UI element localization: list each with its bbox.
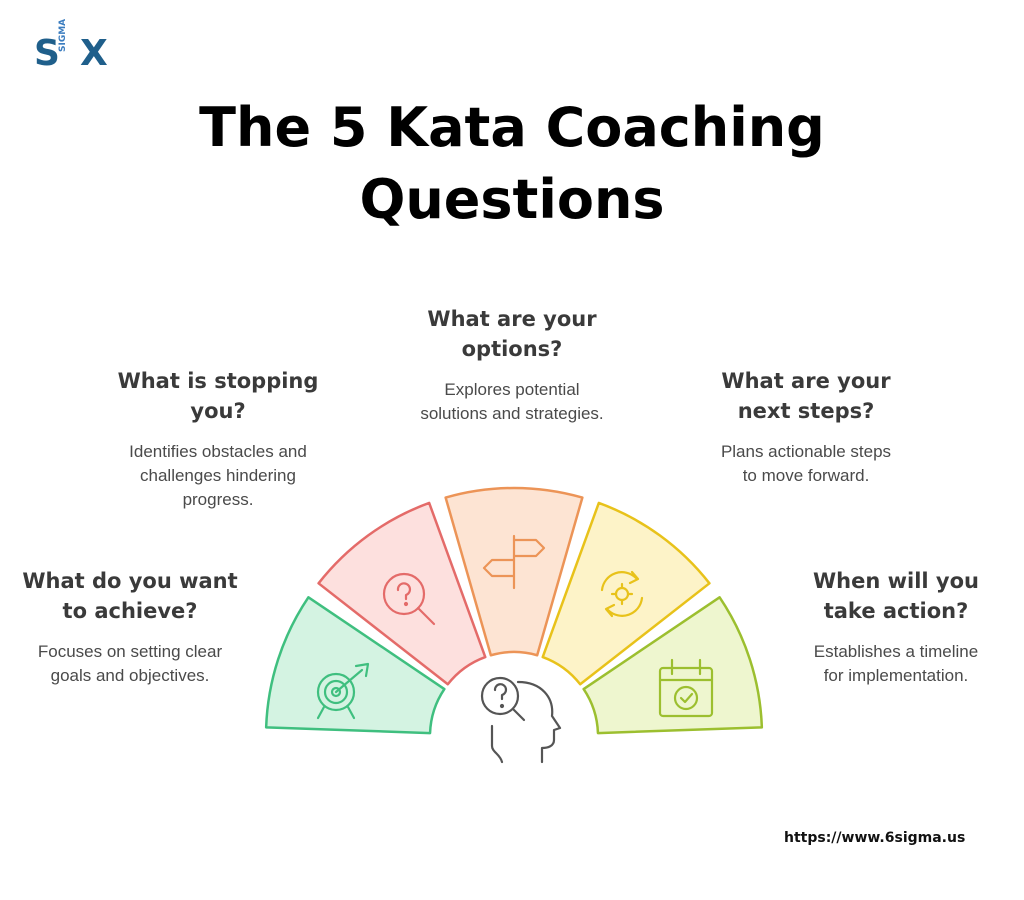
target-arrow-icon — [316, 662, 370, 720]
thinking-head-icon — [480, 676, 562, 764]
question-description: Focuses on setting clear goals and objec… — [37, 642, 223, 685]
question-title: What are your next steps? — [721, 369, 891, 423]
question-block-2: What is stopping you? Identifies obstacl… — [102, 366, 334, 512]
question-description: Explores potential solutions and strateg… — [420, 380, 604, 423]
title-line-2: Questions — [359, 168, 665, 231]
calendar-check-icon — [658, 658, 714, 718]
question-title: What do you want to achieve? — [22, 569, 238, 623]
question-title: What are your options? — [427, 307, 597, 361]
question-title: When will you take action? — [813, 569, 979, 623]
question-description: Establishes a timeline for implementatio… — [813, 642, 979, 685]
logo-x: X — [80, 33, 108, 74]
head-question-icon — [382, 572, 436, 626]
question-title: What is stopping you? — [117, 369, 319, 423]
page-title: The 5 Kata Coaching Questions — [112, 92, 912, 236]
signpost-icon — [482, 534, 546, 590]
question-block-4: What are your next steps? Plans actionab… — [690, 366, 922, 488]
question-block-5: When will you take action? Establishes a… — [780, 566, 1012, 688]
fan-segment-2 — [317, 501, 487, 686]
gear-cycle-icon — [600, 570, 644, 618]
footer-url: https://www.6sigma.us — [784, 830, 966, 846]
question-block-1: What do you want to achieve? Focuses on … — [14, 566, 246, 688]
question-description: Plans actionable steps to move forward. — [720, 442, 892, 485]
logo: S SIGMA X — [34, 19, 114, 78]
logo-s: S — [34, 33, 60, 74]
title-line-1: The 5 Kata Coaching — [199, 96, 825, 159]
question-block-3: What are your options? Explores potentia… — [396, 304, 628, 426]
fan-segment-4 — [541, 501, 711, 686]
question-description: Identifies obstacles and challenges hind… — [129, 442, 307, 509]
